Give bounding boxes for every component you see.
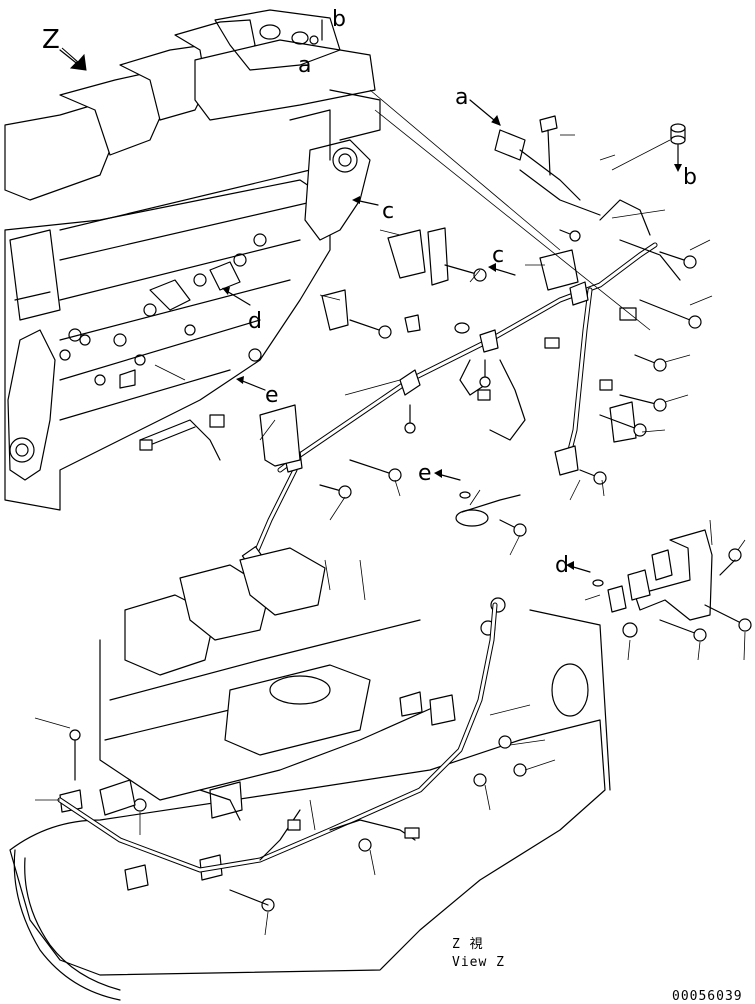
label-e-mid: e — [418, 461, 432, 486]
upper-wiring-harness — [139, 169, 681, 568]
label-c-upper: c — [382, 199, 394, 224]
upper-fasteners — [319, 115, 702, 537]
arrow-b-icon — [674, 164, 682, 172]
label-view-z: Z — [42, 25, 60, 55]
direction-arrows — [59, 19, 682, 573]
arrow-a-icon — [491, 114, 501, 126]
arrow-e-left-icon — [236, 376, 244, 384]
caption-view-z-jp: Z 視 — [452, 937, 484, 952]
label-d-left: d — [248, 309, 262, 334]
upper-leader-lines — [154, 89, 713, 556]
arrow-c-upper-icon — [352, 196, 360, 204]
lower-wiring-harness — [57, 602, 498, 873]
label-b-top: b — [332, 7, 346, 32]
arrow-e-mid-icon — [434, 469, 442, 478]
detail-bracket-group — [584, 519, 752, 661]
callout-labels: Z a b a b c c d d e e — [42, 7, 697, 578]
arrow-d-left-icon — [222, 287, 230, 295]
label-d-right: d — [555, 553, 569, 578]
arrow-d-right-icon — [566, 561, 574, 570]
label-e-left: e — [265, 383, 279, 408]
label-b-right: b — [683, 165, 697, 190]
label-a-right: a — [455, 85, 468, 110]
figure-number: 00056039 — [672, 989, 743, 1004]
label-c-mid: c — [492, 243, 504, 268]
caption-view-z-en: View Z — [452, 955, 505, 970]
label-a-top: a — [298, 53, 311, 78]
view-caption: Z 視 View Z — [452, 937, 505, 970]
upper-engine-block — [4, 9, 381, 511]
view-z-arrow-icon — [61, 47, 87, 71]
lower-engine-view-z — [9, 547, 611, 1001]
arrow-c-mid-icon — [488, 263, 496, 272]
lower-leader-lines — [34, 559, 556, 936]
